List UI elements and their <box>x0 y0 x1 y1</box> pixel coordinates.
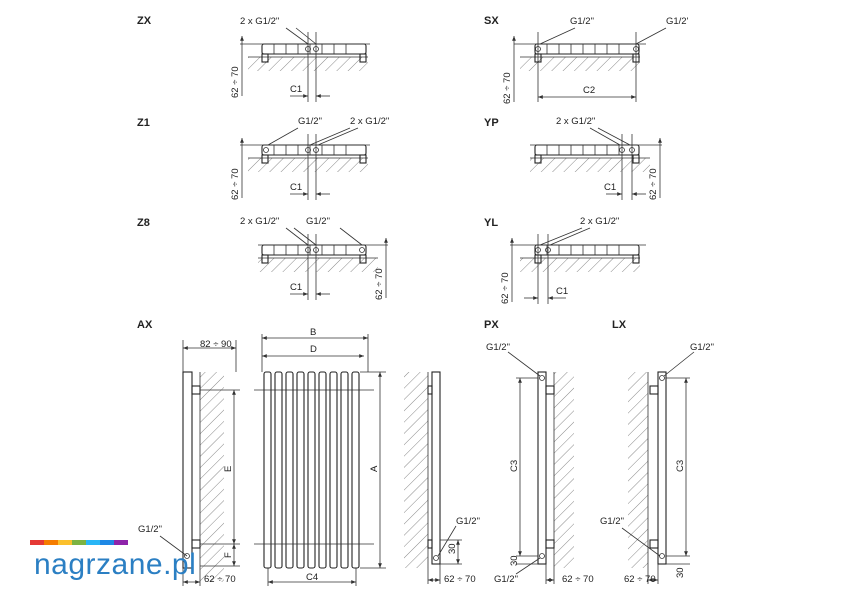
connection-label: G1/2" <box>138 524 162 535</box>
variant-code: AX <box>137 319 153 331</box>
logo-color-segment <box>100 540 114 545</box>
wall-hatch <box>554 372 574 568</box>
variant-lx: LX G1/2" G1/2" C3 30 62 ÷ 70 <box>600 319 714 585</box>
variant-code: Z1 <box>137 117 150 129</box>
variant-yp: YP 62 ÷ 70 2 x G1/2" C1 <box>484 116 662 200</box>
connection-label-left: 2 x G1/2" <box>240 216 279 227</box>
connection-label-bottom: G1/2" <box>494 574 518 585</box>
wall-distance-dimension: 62 ÷ 70 <box>204 574 236 585</box>
f-dimension: F <box>223 552 234 558</box>
logo-color-segment <box>30 540 44 545</box>
connection-label-right: G1/2' <box>666 16 689 27</box>
depth-dimension: 82 ÷ 90 <box>200 339 232 350</box>
variant-code: ZX <box>137 15 152 27</box>
depth-dimension: 62 ÷ 70 <box>230 66 241 98</box>
b-dimension: B <box>310 327 316 338</box>
variant-z1: Z1 62 ÷ 70 G1/2" 2 x G1/2" C1 <box>137 116 389 200</box>
connection-label-bottom: G1/2" <box>600 516 624 527</box>
wall-bracket-top <box>191 385 201 395</box>
wall-distance-dimension: 62 ÷ 70 <box>444 574 476 585</box>
radiator-column <box>657 371 667 565</box>
d-dimension: D <box>310 344 317 355</box>
variant-code: LX <box>612 319 627 331</box>
variant-code: Z8 <box>137 217 150 229</box>
c3-dimension: C3 <box>675 460 686 472</box>
connection-label: G1/2" <box>456 516 480 527</box>
wall-hatch <box>628 372 648 568</box>
connection-label-right: 2 x G1/2" <box>350 116 389 127</box>
variant-sx: SX 62 ÷ 70 G1/2" G1/2' C2 <box>484 15 689 104</box>
variant-code: YP <box>484 117 499 129</box>
logo-color-segment <box>58 540 72 545</box>
depth-dimension: 62 ÷ 70 <box>648 168 659 200</box>
radiator-column <box>431 371 441 565</box>
c1-dimension: C1 <box>604 182 616 193</box>
logo-text: nagrzane.pl <box>34 548 197 581</box>
c4-dimension: C4 <box>306 572 318 583</box>
depth-dimension: 62 ÷ 70 <box>374 268 385 300</box>
variant-code: YL <box>484 217 498 229</box>
height-dimension: 30 <box>447 543 458 554</box>
ax-side-view: AX 82 ÷ 90 E F G1/2" 62 ÷ 70 <box>137 319 240 586</box>
depth-dimension: 62 ÷ 70 <box>230 168 241 200</box>
wall-hatch <box>520 258 640 272</box>
connection-label: 2 x G1/2" <box>240 16 279 27</box>
wall-hatch <box>200 372 224 582</box>
wall-distance-dimension: 62 ÷ 70 <box>624 574 656 585</box>
variant-code: PX <box>484 319 499 331</box>
variant-yl: YL 62 ÷ 70 2 x G1/2" C1 <box>484 216 646 304</box>
c1-dimension: C1 <box>290 182 302 193</box>
e-dimension: E <box>223 466 234 472</box>
c1-dimension: C1 <box>290 282 302 293</box>
connection-label-top: G1/2" <box>690 342 714 353</box>
connection-label-left: G1/2" <box>570 16 594 27</box>
variant-px: PX G1/2" G1/2" C3 30 62 ÷ 70 <box>484 319 594 585</box>
connection-label: 2 x G1/2" <box>580 216 619 227</box>
radiator-column <box>537 371 547 565</box>
height-dimension: 30 <box>675 567 686 578</box>
variant-code: SX <box>484 15 499 27</box>
height-dimension: 30 <box>509 555 520 566</box>
variant-z8: Z8 62 ÷ 70 2 x G1/2" G1/2" C1 <box>137 216 388 300</box>
wall-hatch <box>258 258 378 272</box>
wall-hatch <box>520 57 640 71</box>
radiator-column <box>182 371 193 569</box>
connection-label-left: G1/2" <box>298 116 322 127</box>
connection-label: 2 x G1/2" <box>556 116 595 127</box>
wall-hatch <box>404 372 428 568</box>
front-view: B D A C4 <box>254 327 386 586</box>
c1-dimension: C1 <box>290 84 302 95</box>
logo-color-segment <box>86 540 100 545</box>
side-view-bottom-connection: G1/2" 30 62 ÷ 70 <box>404 371 480 585</box>
connection-label-right: G1/2" <box>306 216 330 227</box>
logo-color-segment <box>114 540 128 545</box>
logo-color-segment <box>44 540 58 545</box>
radiator-tubes <box>263 371 360 569</box>
wall-hatch <box>530 158 650 172</box>
wall-bracket-bottom <box>191 539 201 549</box>
a-dimension: A <box>369 465 380 472</box>
connection-label-top: G1/2" <box>486 342 510 353</box>
c1-dimension: C1 <box>556 286 568 297</box>
c3-dimension: C3 <box>509 460 520 472</box>
c2-dimension: C2 <box>583 85 595 96</box>
depth-dimension: 62 ÷ 70 <box>502 72 513 104</box>
depth-dimension: 62 ÷ 70 <box>500 272 511 304</box>
logo-color-segment <box>72 540 86 545</box>
logo-color-bar <box>30 540 128 545</box>
variant-zx: ZX 62 ÷ 70 2 x G1/2" C1 <box>137 15 370 102</box>
wall-distance-dimension: 62 ÷ 70 <box>562 574 594 585</box>
